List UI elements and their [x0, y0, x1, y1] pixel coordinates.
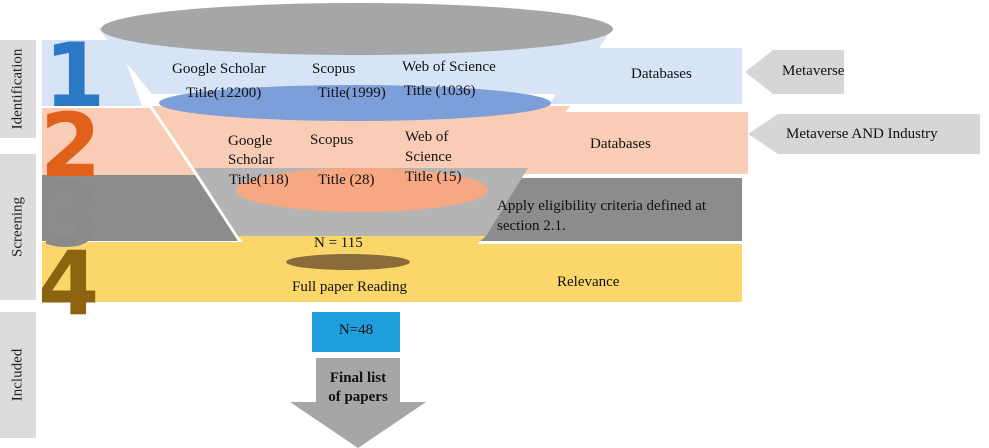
final-arrow — [290, 358, 426, 448]
step-2-number: 2 — [40, 94, 102, 197]
included-bar: Included — [0, 312, 36, 438]
stage1-right-label: Databases — [631, 66, 692, 82]
stage2-google-line2: Scholar — [228, 152, 274, 168]
funnel-top-rim — [101, 3, 613, 55]
keyword-arrow-2 — [748, 114, 980, 154]
stage1-keyword: Metaverse — [782, 63, 845, 79]
left-band-3 — [42, 175, 238, 241]
right-band-3 — [462, 178, 742, 241]
funnel-stage-2 — [152, 106, 570, 168]
included-box — [312, 312, 400, 352]
stage1-wos-name: Web of Science — [402, 59, 496, 75]
step-1-number: 1 — [44, 24, 106, 127]
stage1-wos-count: Title (1036) — [404, 83, 476, 99]
left-band-1 — [42, 40, 142, 106]
stage-3-ellipse — [286, 254, 410, 270]
stage-2-ellipse — [236, 168, 488, 212]
left-band-2 — [42, 108, 195, 175]
right-band-2 — [508, 112, 748, 174]
stage2-wos-line2: Science — [405, 149, 452, 165]
stage2-wos-line1: Web of — [405, 129, 449, 145]
stage1-scopus-name: Scopus — [312, 61, 356, 77]
step-3-number: 3 — [40, 164, 102, 267]
stage2-wos-count: Title (15) — [405, 169, 462, 185]
stage3-criteria-line2: section 2.1. — [497, 218, 566, 234]
keyword-arrow-1 — [745, 50, 844, 94]
stage2-scopus-name: Scopus — [310, 132, 354, 148]
final-list-line2: of papers — [328, 389, 388, 405]
stage2-right-label: Databases — [590, 136, 651, 152]
stage3-criteria-line1: Apply eligibility criteria defined at — [497, 198, 707, 214]
stage2-google-line1: Google — [228, 133, 273, 149]
stage4-label: Full paper Reading — [292, 279, 407, 295]
final-list-line1: Final list — [329, 370, 387, 386]
step-4-number: 4 — [38, 232, 100, 335]
stage2-keyword: Metaverse AND Industry — [786, 126, 938, 142]
stage1-scopus-count: Title(1999) — [318, 85, 386, 101]
identification-bar: Identification — [0, 40, 36, 138]
right-band-1 — [550, 48, 742, 104]
stage1-google-count: Title(12200) — [186, 85, 262, 101]
right-band-4 — [410, 244, 742, 302]
stage2-scopus-count: Title (28) — [318, 172, 375, 188]
stage1-google-name: Google Scholar — [172, 61, 266, 77]
included-count: N=48 — [338, 322, 374, 338]
stage4-right-label: Relevance — [557, 274, 620, 290]
stage3-count: N = 115 — [314, 235, 363, 251]
stage2-google-count: Title(118) — [229, 172, 289, 188]
left-band-4 — [42, 242, 300, 302]
screening-bar: Screening — [0, 154, 36, 300]
stage-1-ellipse — [159, 85, 551, 121]
